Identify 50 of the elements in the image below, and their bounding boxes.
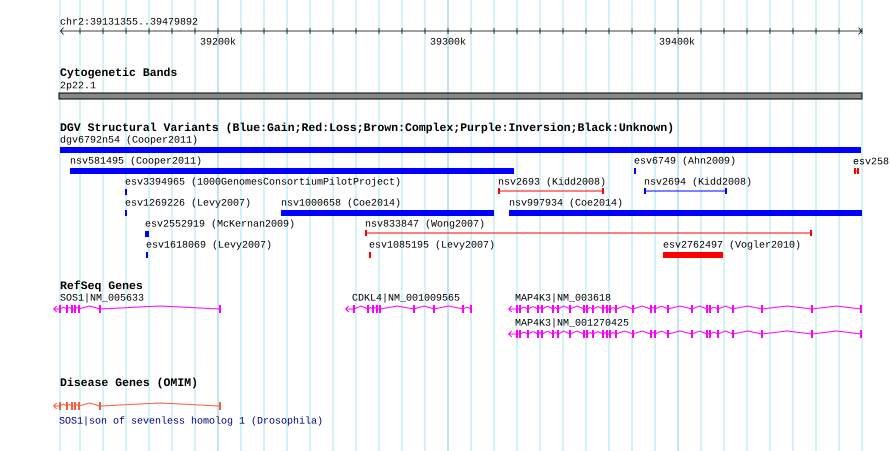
- variant-bar: nsv581495 (Cooper2011): [70, 156, 514, 174]
- tick-label: 39300k: [430, 37, 466, 45]
- variant-bar: esv6749 (Ahn2009): [634, 156, 734, 174]
- node-label: nsv1000658 (Coe2014): [282, 198, 400, 208]
- node-label: nsv2694 (Kidd2008): [644, 177, 750, 187]
- node-label: dgv6792n54 (Cooper2011): [60, 135, 196, 145]
- node-label: nsv2693 (Kidd2008): [498, 177, 604, 187]
- variant-span: esv258: [854, 158, 888, 174]
- variant-bar: esv2762497 (Vogler2010): [663, 240, 800, 258]
- node-label: nsv997934 (Coe2014): [510, 198, 622, 208]
- node-label: SOS1|NM_005633: [60, 293, 144, 303]
- node-label: SOS1|son of sevenless homolog 1 (Drosophila): [59, 416, 322, 426]
- node-label: esv1618069 (Levy2007): [146, 240, 270, 250]
- track-title: RefSeq Genes: [60, 280, 142, 292]
- node-label: esv2762497 (Vogler2010): [664, 240, 800, 250]
- track-title: DGV Structural Variants (Blue:Gain;Red:Loss;Brown:Complex;Purple:Inversion;Black:Unknown): [60, 122, 672, 134]
- ruler-label: chr2:39131355..39479892: [60, 17, 198, 25]
- variant-bar: nsv1000658 (Coe2014): [281, 198, 494, 216]
- gene-model: MAP4K3|NM_001270425: [508, 318, 862, 338]
- node-label: MAP4K3|NM_003618: [516, 293, 610, 303]
- variant-bar: esv1618069 (Levy2007): [146, 240, 270, 258]
- variant-bar: nsv997934 (Coe2014): [509, 198, 862, 216]
- node-label: esv3394965 (1000GenomesConsortiumPilotProject): [126, 177, 400, 187]
- variant-bar: esv1085195 (Levy2007): [369, 240, 494, 258]
- node-label: CDKL4|NM_001009565: [352, 293, 460, 303]
- variant-bar: esv3394965 (1000GenomesConsortiumPilotProject): [125, 177, 400, 195]
- node-label: nsv833847 (Wong2007): [366, 219, 484, 229]
- node-label: esv258: [854, 158, 888, 164]
- node-label: esv6749 (Ahn2009): [634, 156, 734, 166]
- gene-model: SOS1|son of sevenless homolog 1 (Drosophila): [53, 402, 322, 426]
- track-title: Disease Genes (OMIM): [60, 378, 196, 388]
- node-label: 2p22.1: [60, 82, 96, 90]
- node-label: esv1269226 (Levy2007): [126, 198, 250, 208]
- node-label: esv2552919 (McKernan2009): [146, 219, 294, 229]
- gene-model: SOS1|NM_005633: [53, 293, 221, 313]
- node-label: MAP4K3|NM_001270425: [516, 318, 628, 328]
- node-label: esv1085195 (Levy2007): [370, 240, 494, 250]
- variant-bar: esv1269226 (Levy2007): [125, 198, 250, 216]
- variant-span: nsv2693 (Kidd2008): [498, 177, 604, 194]
- node-label: nsv581495 (Cooper2011): [70, 156, 200, 166]
- tick-label: 39200k: [200, 37, 236, 45]
- variant-span: nsv833847 (Wong2007): [365, 219, 812, 236]
- track-title: Cytogenetic Bands: [60, 68, 177, 78]
- tick-label: 39400k: [660, 37, 694, 45]
- variant-span: nsv2694 (Kidd2008): [644, 177, 750, 194]
- variant-bar: dgv6792n54 (Cooper2011): [60, 135, 861, 153]
- gene-model: MAP4K3|NM_003618: [508, 293, 862, 313]
- gene-model: CDKL4|NM_001009565: [345, 293, 472, 313]
- cytoband: 2p22.1: [58, 82, 862, 100]
- variant-bar: esv2552919 (McKernan2009): [145, 219, 294, 237]
